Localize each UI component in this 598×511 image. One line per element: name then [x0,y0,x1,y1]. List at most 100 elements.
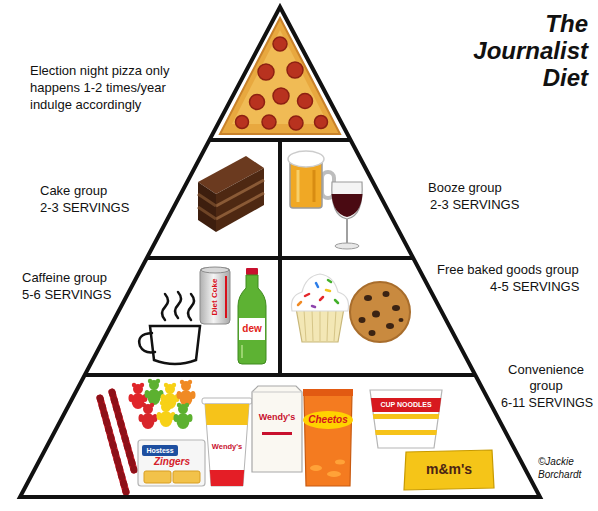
cake-slice-part [216,180,264,206]
noodle-cup-part [373,414,439,419]
pizza-slice [220,18,340,134]
label-box: 2-3 SERVINGS [430,197,519,213]
brand-text: Cheetos [308,415,347,426]
cookie-part [350,282,410,342]
group-name: Caffeine group [22,270,107,286]
coffee-mug-part [162,294,168,320]
beer-mug-part [288,151,324,167]
drink-cup-part [210,470,244,486]
cookie-part-part [372,311,380,318]
serving-count: 2-3 SERVINGS [430,197,519,213]
brand-text: m&m's [426,462,472,477]
label-box: dew [242,324,261,335]
cupcake-part-part [326,290,330,291]
label-box: Hostess [146,447,173,454]
wine-glass-part [335,243,359,249]
cupcake-part-part [312,310,313,341]
label-box: 6-11 SERVINGS [500,395,594,411]
cupcake-part [304,310,336,341]
cupcake-part-part [298,302,301,305]
gummy-bears-part [139,403,158,429]
coffee-mug [139,292,200,364]
noodle-cup-part [371,398,441,412]
gummy-bears [129,379,196,429]
coffee-mug-part [150,326,200,364]
cookie-part-part [399,318,404,322]
cake-slice [198,156,264,232]
label-box: Wendy's [212,443,242,451]
cupcake-part [298,280,338,307]
group-name: Cake group [40,183,107,199]
label-box: m&m's [426,462,472,477]
wine-glass-part [346,219,348,245]
brand-text: Diet Coke [211,279,219,316]
serving-count: 4-5 SERVINGS [490,279,579,295]
cupcake-part [296,308,344,342]
cupcake-part-part [335,300,338,303]
food-bag [252,386,302,472]
group-name: Free baked goods group [437,262,579,278]
wine-glass-part [332,182,362,219]
pizza-slice-part-part [289,116,303,130]
drink-cup-part [205,404,249,486]
pizza-slice-part [220,18,340,134]
candy-pack-part [404,450,494,490]
soda-can-part [200,268,230,324]
diagram-title: The Journalist Diet [448,10,588,91]
noodle-cup [370,390,442,448]
note-text: Election night pizza only happens 1-2 ti… [30,62,210,113]
food-bag-part [262,432,292,435]
licorice-part [112,392,134,470]
coffee-mug-part [139,333,155,352]
licorice-part [100,398,126,492]
brand-text: Hostess [146,447,173,454]
food-bag-part [252,386,302,472]
coffee-mug-part [188,294,194,320]
cookie-part-part [359,317,366,323]
licorice [100,392,134,492]
gummy-bears-part [157,401,176,427]
pizza-slice-part-part [273,88,289,104]
brand-text: Wendy's [212,443,242,451]
cupcake-part-part [305,294,309,296]
licorice-part [100,398,126,492]
cupcake-part-part [320,310,321,341]
brand-text: dew [242,324,261,335]
cupcake-part-part [334,310,336,341]
chips-bag-part [304,394,352,486]
pizza-slice-part-part [236,116,249,129]
chips-bag-part-part [327,471,341,477]
cupcake-part-part [328,280,331,282]
cupcake-part-part [304,310,306,341]
cupcake-part [291,274,348,311]
soda-bottle-part [238,275,266,364]
label-box: 2-3 SERVINGS [40,200,129,216]
food-bag-part [252,392,302,393]
drink-cup-part [202,398,252,404]
drink-cup-part [205,404,249,425]
cupcake [291,274,348,342]
candy-pack [404,450,494,490]
cookie [350,282,410,342]
label-box: 4-5 SERVINGS [490,279,579,295]
chips-bag [303,389,353,486]
snack-cake-pack-part [142,445,178,456]
label-box: Convenience group [501,362,591,394]
beer-mug-part [297,170,300,202]
cookie-part-part [369,330,376,336]
pizza-slice-part-part [273,37,287,51]
pizza-slice-part-part [250,95,265,110]
group-name: Booze group [428,180,502,196]
pizza-slice-part-part [258,64,274,80]
label-box: Caffeine group [22,270,107,286]
label-box: Cheetos [308,415,347,426]
brand-text: Wendy's [259,413,295,422]
cupcake-part-part [312,306,315,307]
label-box: 5-6 SERVINGS [22,287,111,303]
pizza-slice-part-part [298,94,313,109]
chips-bag-part-part [335,460,345,465]
drink-cup [202,398,252,486]
noodle-cup-part [375,430,437,435]
cookie-part-part [392,305,400,311]
gummy-bears-part [174,403,193,429]
